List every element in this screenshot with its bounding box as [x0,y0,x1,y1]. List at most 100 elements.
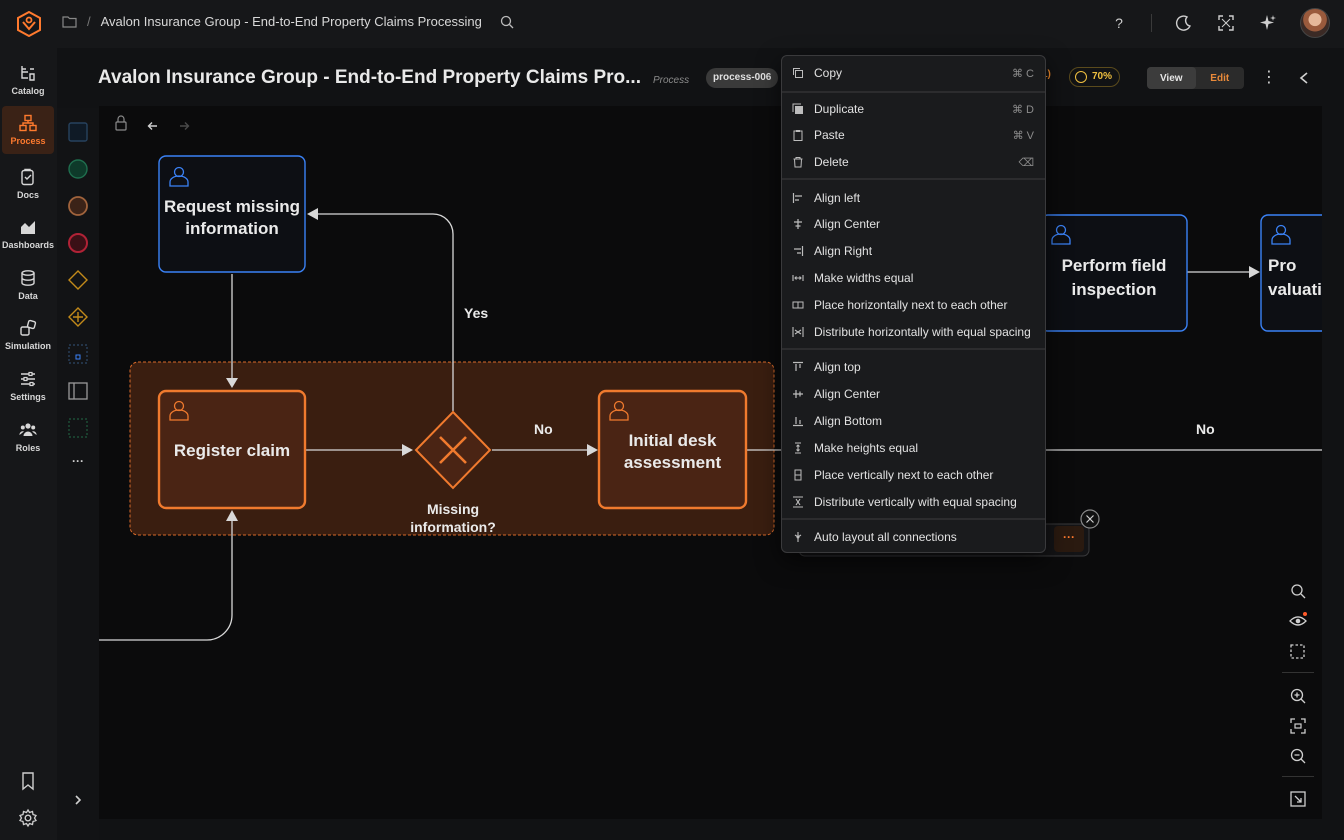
nav-process[interactable]: Process [2,106,54,154]
user-avatar[interactable] [1300,8,1330,38]
menu-label: Make widths equal [814,271,914,285]
chevron-left-icon[interactable] [1297,68,1311,88]
more-options-icon[interactable]: ⋮ [1261,69,1277,86]
nav-label: Simulation [4,341,51,351]
menu-distribute-vertically[interactable]: Distribute vertically with equal spacing [782,489,1045,515]
eye-icon[interactable] [1289,612,1307,630]
search-icon[interactable] [500,15,514,29]
menu-label: Place vertically next to each other [814,468,994,482]
nav-label: Dashboards [2,240,55,250]
sparkle-icon[interactable] [1258,13,1278,33]
zoom-in-icon[interactable] [1289,687,1307,705]
task-initial-desk-assessment[interactable] [597,389,748,510]
zoom-out-icon[interactable] [1289,747,1307,765]
nav-settings[interactable]: Settings [2,362,54,410]
dashboards-icon [21,221,35,234]
view-mode-button[interactable]: View [1147,67,1196,89]
node-toolbar-more-button[interactable] [1054,526,1084,552]
menu-align-left[interactable]: Align left [782,185,1045,211]
nav-data[interactable]: Data [2,261,54,309]
nav-dashboards[interactable]: Dashboards [2,210,54,258]
app-logo-icon[interactable] [16,11,42,37]
node-toolbar-more-icon: ··· [1063,530,1075,544]
task-label: Pro valuati [1268,256,1322,299]
completeness-badge[interactable]: 70% [1069,67,1121,87]
height-equal-icon [795,442,801,454]
redo-icon[interactable] [180,122,190,130]
start-event-icon[interactable] [68,159,88,179]
menu-make-heights-equal[interactable]: Make heights equal [782,435,1045,461]
task-label: Perform field inspection [1061,256,1167,299]
task-shape-icon[interactable] [68,122,88,142]
task-request-missing-information[interactable] [158,155,306,273]
process-id-badge[interactable]: process-006 [706,68,779,88]
nav-roles[interactable]: Roles [2,413,54,461]
nav-simulation[interactable]: Simulation [2,311,54,359]
fullscreen-icon[interactable] [1216,13,1236,33]
menu-paste[interactable]: Paste ⌘ V [782,122,1045,148]
fit-view-icon[interactable] [1289,717,1307,735]
undo-icon[interactable] [147,122,158,130]
pool-shape-icon[interactable] [68,381,88,401]
check-circle-icon [1075,71,1087,83]
menu-distribute-horizontally[interactable]: Distribute horizontally with equal spaci… [782,319,1045,345]
menu-shortcut: ⌫ [1018,156,1034,169]
menu-align-center-vertical[interactable]: Align Center [782,381,1045,407]
menu-place-vertically[interactable]: Place vertically next to each other [782,462,1045,488]
database-icon [21,270,35,286]
folder-icon[interactable] [62,15,77,28]
parallel-gateway-icon[interactable] [68,307,88,327]
menu-shortcut: ⌘ C [1012,67,1034,80]
element-palette: ··· [57,108,99,840]
menu-divider [782,91,1045,93]
group-shape-icon[interactable] [68,418,88,438]
bookmark-icon[interactable] [18,771,38,791]
end-event-icon[interactable] [68,233,88,253]
nav-label: Roles [15,443,41,453]
menu-auto-layout[interactable]: Auto layout all connections [782,524,1045,550]
search-icon[interactable] [1289,582,1307,600]
menu-align-bottom[interactable]: Align Bottom [782,408,1045,434]
chevron-right-icon[interactable] [68,790,88,810]
select-area-icon[interactable] [1289,643,1307,661]
align-top-icon [793,361,803,371]
nav-label: Catalog [11,86,45,96]
menu-align-right[interactable]: Align Right [782,238,1045,264]
minimap-icon[interactable] [1289,790,1307,808]
edge-incoming-register[interactable] [99,521,233,641]
align-bottom-icon [793,417,803,427]
divider [1282,776,1314,777]
divider [1282,672,1314,673]
breadcrumb-separator: / [87,14,91,29]
process-type-label: Process [653,75,690,86]
lock-icon[interactable] [115,115,127,131]
menu-divider [782,178,1045,180]
task-register-claim[interactable] [157,389,307,510]
menu-delete[interactable]: Delete ⌫ [782,149,1045,175]
more-shapes-icon[interactable]: ··· [72,454,84,468]
gateway-shape-icon[interactable] [68,270,88,290]
moon-icon[interactable] [1174,13,1194,33]
users-icon [19,423,37,436]
nav-docs[interactable]: Docs [2,160,54,208]
nav-catalog[interactable]: Catalog [2,56,54,104]
gear-icon[interactable] [18,808,38,828]
menu-make-widths-equal[interactable]: Make widths equal [782,265,1045,291]
menu-place-horizontally[interactable]: Place horizontally next to each other [782,292,1045,318]
menu-divider [782,348,1045,350]
subprocess-shape-icon[interactable] [68,344,88,364]
top-actions: ? [1109,8,1330,38]
edge-gateway-yes[interactable] [317,213,454,411]
menu-align-center-horizontal[interactable]: Align Center [782,211,1045,237]
align-center-icon [794,219,802,229]
close-icon[interactable] [1080,509,1100,529]
menu-copy[interactable]: Copy ⌘ C [782,60,1045,86]
breadcrumb-title[interactable]: Avalon Insurance Group - End-to-End Prop… [100,14,482,29]
menu-align-top[interactable]: Align top [782,354,1045,380]
diagram-canvas[interactable]: Request missing information Register cla… [99,106,1322,819]
menu-duplicate[interactable]: Duplicate ⌘ D [782,96,1045,122]
intermediate-event-icon[interactable] [68,196,88,216]
help-icon[interactable]: ? [1115,15,1123,31]
score-partial[interactable]: 1) [1042,69,1051,80]
edit-mode-button[interactable]: Edit [1210,72,1230,84]
